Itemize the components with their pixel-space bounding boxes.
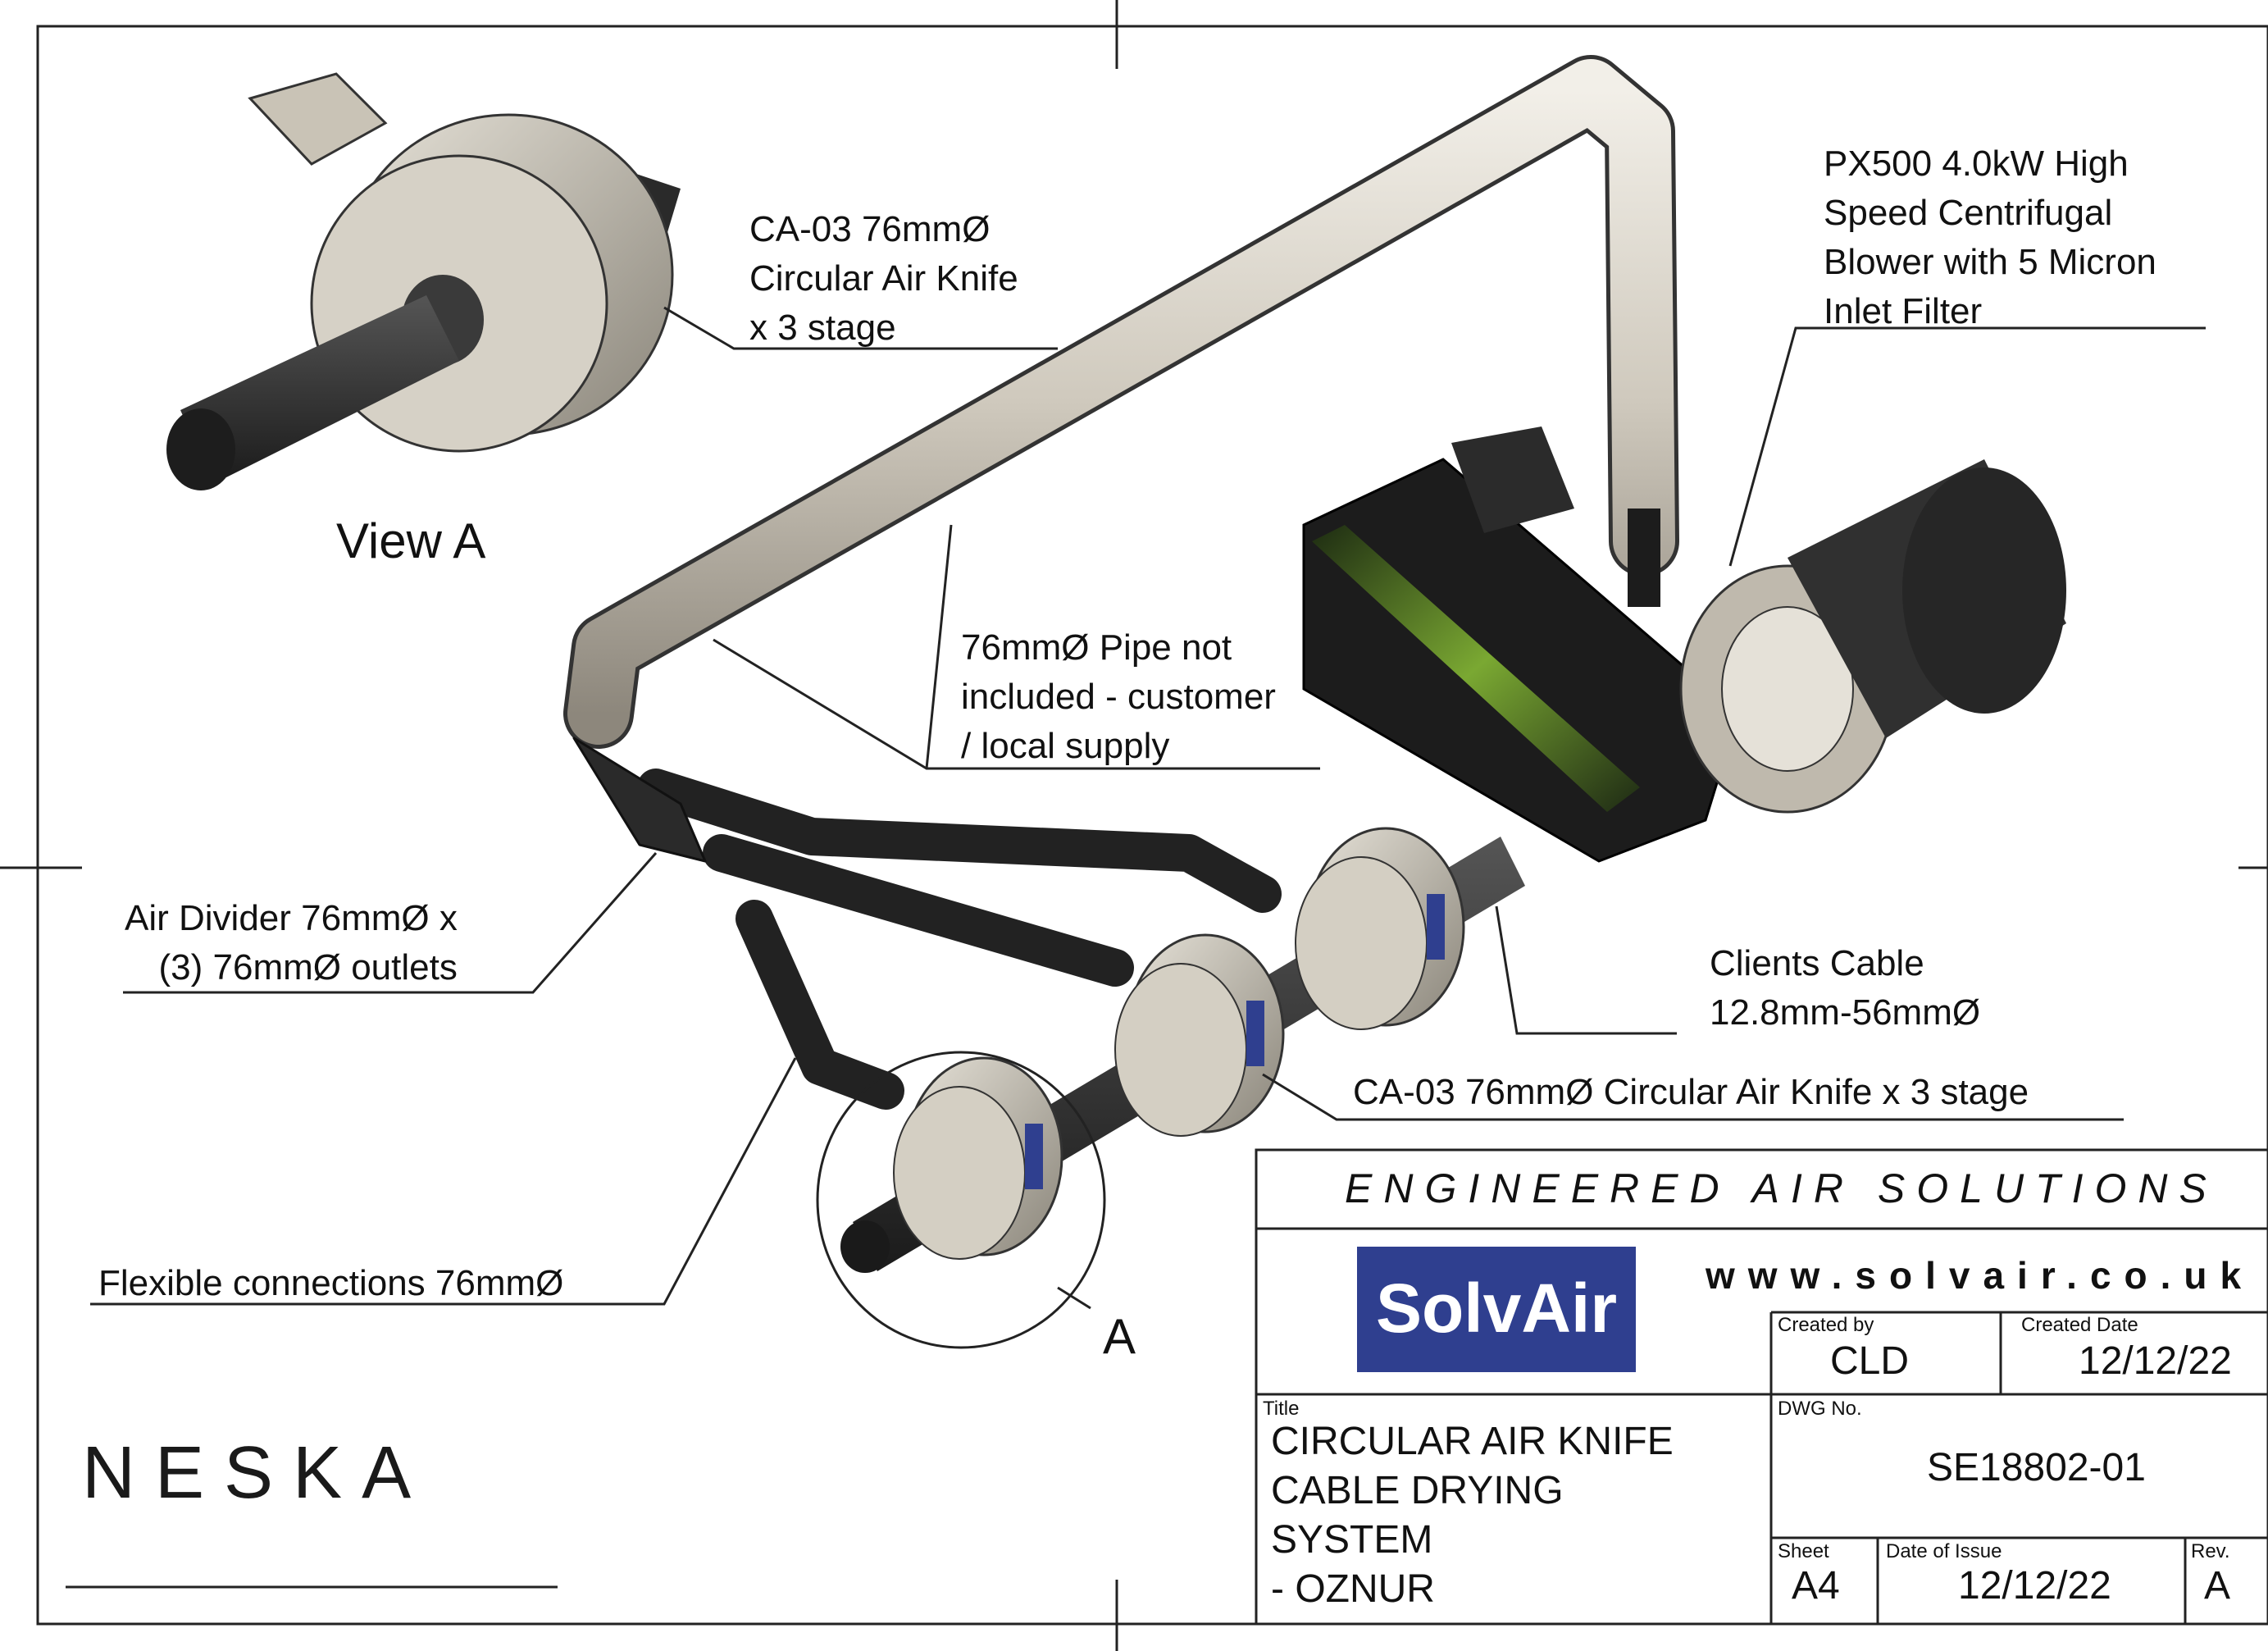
sheet-value: A4	[1792, 1564, 1840, 1608]
created-date-label: Created Date	[2021, 1314, 2138, 1336]
label-pipe: 76mmØ Pipe not included - customer / loc…	[961, 627, 1276, 766]
label-view-a: View A	[336, 513, 486, 568]
rev-label: Rev.	[2191, 1540, 2230, 1562]
sheet-label: Sheet	[1778, 1540, 1829, 1562]
created-by-label: Created by	[1778, 1314, 1874, 1336]
cable-and-knives	[816, 827, 1525, 1349]
label-air-divider: Air Divider 76mmØ x (3) 76mmØ outlets	[125, 898, 458, 987]
created-date-value: 12/12/22	[2079, 1339, 2232, 1383]
air-divider-branches	[572, 737, 1282, 1110]
pipe-run	[563, 55, 1679, 749]
created-by-value: CLD	[1830, 1339, 1910, 1383]
neska-logo: NESKA	[82, 1432, 431, 1514]
title-block-grid	[1255, 1148, 2268, 1626]
website-url: www.solvair.co.uk	[1706, 1254, 2255, 1297]
drawing-frame	[36, 25, 2268, 1626]
label-clients-cable: Clients Cable 12.8mm-56mmØ	[1710, 943, 1981, 1033]
dwg-no-label: DWG No.	[1778, 1398, 1862, 1420]
knife-stage-2	[1114, 933, 1285, 1137]
title-label: Title	[1263, 1398, 1300, 1420]
dwg-no-value: SE18802-01	[1927, 1446, 2146, 1489]
label-ca03-bottom: CA-03 76mmØ Circular Air Knife x 3 stage	[1353, 1072, 2029, 1112]
knife-stage-1	[893, 1056, 1063, 1260]
title-block-heading: ENGINEERED AIR SOLUTIONS	[1345, 1165, 2218, 1211]
detail-a-circle	[816, 1051, 1106, 1349]
view-a-air-knife	[166, 72, 681, 490]
rev-value: A	[2204, 1564, 2231, 1608]
solvair-logo: SolvAir	[1357, 1247, 1636, 1370]
label-flexible-connections: Flexible connections 76mmØ	[98, 1263, 564, 1303]
issue-date-value: 12/12/22	[1958, 1564, 2111, 1608]
label-ca03-top: CA-03 76mmØ Circular Air Knife x 3 stage	[749, 209, 1018, 348]
label-detail-a: A	[1103, 1309, 1136, 1364]
label-blower: PX500 4.0kW High Speed Centrifugal Blowe…	[1824, 144, 2156, 331]
knife-stage-3	[1295, 827, 1465, 1030]
blower-assembly	[1302, 426, 2066, 863]
leader-lines	[66, 306, 2206, 1589]
solvair-logo-bar	[1357, 1357, 1636, 1372]
drawing-title: CIRCULAR AIR KNIFE CABLE DRYING SYSTEM -…	[1271, 1420, 1674, 1611]
issue-date-label: Date of Issue	[1886, 1540, 2002, 1562]
